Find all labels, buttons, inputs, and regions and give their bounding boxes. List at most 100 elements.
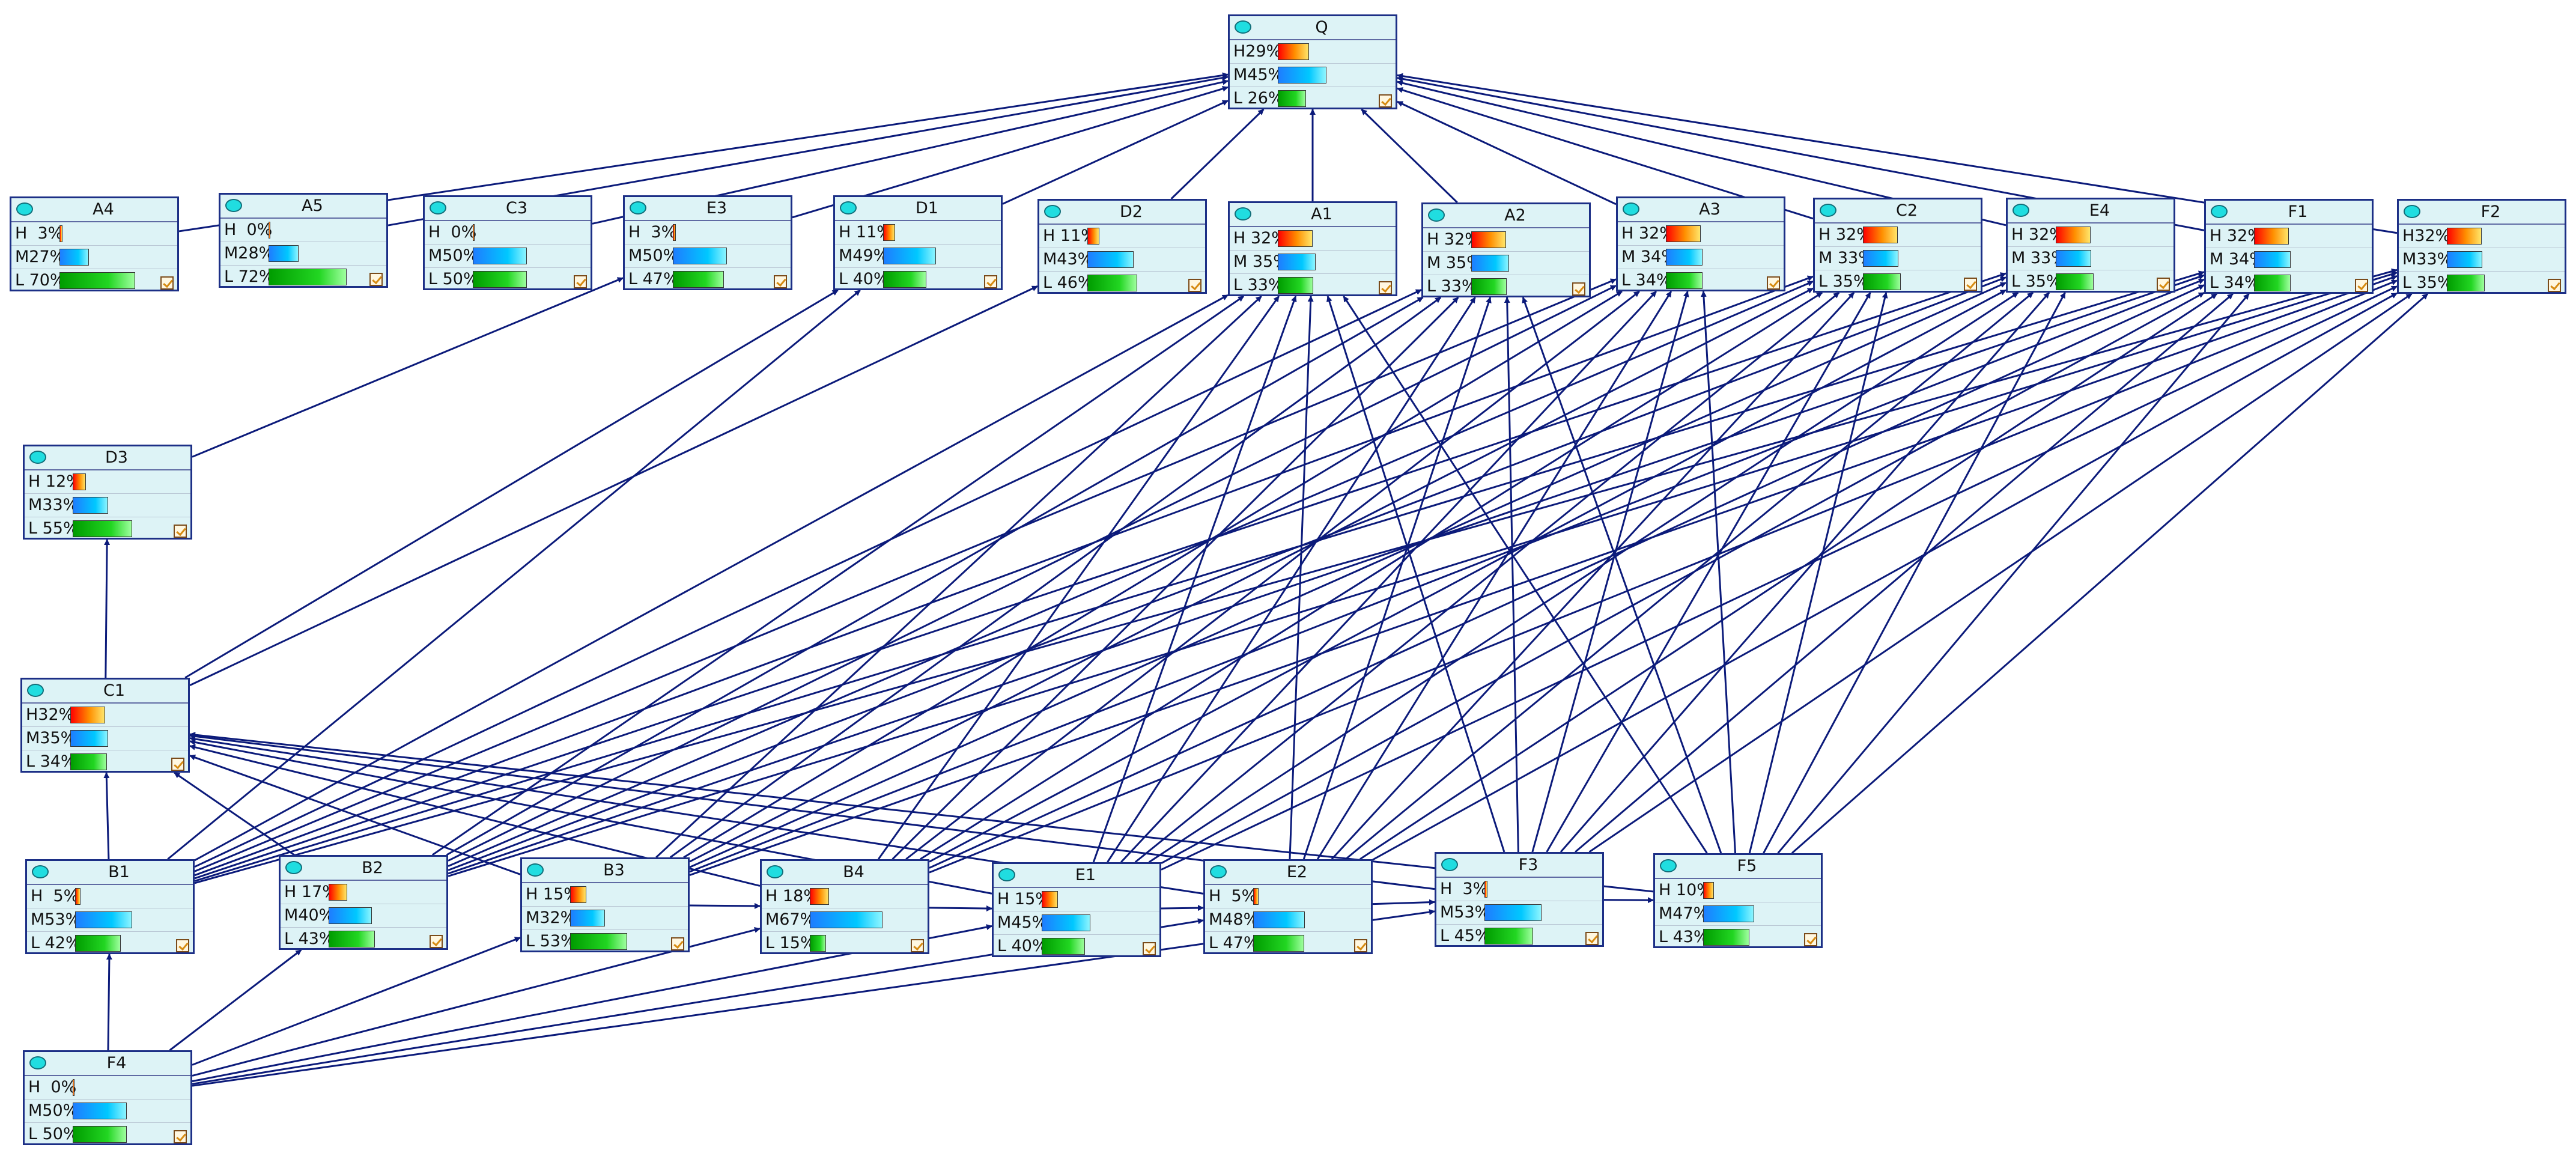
node-header[interactable]: A4 <box>11 198 177 222</box>
probability-bar <box>1703 905 1754 922</box>
edge-b4-to-a1 <box>877 296 1280 860</box>
state-row-medium: M40% <box>281 904 446 928</box>
node-header[interactable]: F3 <box>1436 854 1602 878</box>
checkbox-checked-icon[interactable] <box>911 939 924 952</box>
node-c1[interactable]: C1 H32% M35% L 34% <box>20 678 190 773</box>
node-header[interactable]: Q <box>1230 16 1396 40</box>
node-e3[interactable]: E3 H 3% M50% L 47% <box>623 195 792 290</box>
state-label: H 0% <box>428 223 477 242</box>
state-row-high: H 32% <box>1423 228 1589 252</box>
state-label: M32% <box>526 908 576 927</box>
node-b1[interactable]: B1 H 5% M53% L 42% <box>25 859 195 954</box>
edge-c1-to-d2 <box>189 285 1038 686</box>
state-row-high: H 15% <box>994 888 1159 911</box>
checkbox-checked-icon[interactable] <box>174 1130 187 1143</box>
checkbox-checked-icon[interactable] <box>671 937 684 951</box>
node-header[interactable]: F1 <box>2206 201 2372 225</box>
checkbox-checked-icon[interactable] <box>984 275 997 288</box>
node-header[interactable]: F5 <box>1655 855 1821 879</box>
node-header[interactable]: A1 <box>1230 203 1396 227</box>
checkbox-checked-icon[interactable] <box>2157 278 2170 291</box>
checkbox-checked-icon[interactable] <box>1572 282 1585 296</box>
checkbox-checked-icon[interactable] <box>1188 279 1201 292</box>
node-header[interactable]: A3 <box>1618 198 1784 222</box>
node-header[interactable]: C3 <box>425 197 591 221</box>
node-header[interactable]: E1 <box>994 864 1159 888</box>
node-header[interactable]: C1 <box>22 680 188 704</box>
checkbox-checked-icon[interactable] <box>1354 939 1367 952</box>
checkbox-checked-icon[interactable] <box>2548 279 2561 292</box>
node-header[interactable]: E4 <box>2008 199 2174 224</box>
node-header[interactable]: E2 <box>1205 861 1371 885</box>
checkbox-checked-icon[interactable] <box>430 935 443 948</box>
node-d2[interactable]: D2 H 11% M43% L 46% <box>1037 199 1207 294</box>
node-f3[interactable]: F3 H 3% M53% L 45% <box>1435 852 1604 947</box>
probability-bar <box>1087 251 1134 268</box>
node-a4[interactable]: A4 H 3% M27% L 70% <box>10 196 179 291</box>
node-header[interactable]: C2 <box>1815 199 1981 224</box>
checkbox-checked-icon[interactable] <box>174 525 187 538</box>
edge-b2-to-c2 <box>448 281 1814 867</box>
node-header[interactable]: D1 <box>835 197 1001 221</box>
node-header[interactable]: B4 <box>762 861 928 885</box>
state-row-medium: M50% <box>425 245 591 268</box>
checkbox-checked-icon[interactable] <box>1964 278 1977 291</box>
checkbox-checked-icon[interactable] <box>176 939 189 952</box>
checkbox-checked-icon[interactable] <box>1143 942 1156 955</box>
probability-bar <box>1253 935 1304 952</box>
node-header[interactable]: F2 <box>2399 201 2565 225</box>
probability-bar <box>473 248 527 264</box>
checkbox-checked-icon[interactable] <box>574 275 587 288</box>
node-header[interactable]: E3 <box>625 197 791 221</box>
node-title: C1 <box>103 681 126 700</box>
node-header[interactable]: D2 <box>1039 201 1205 225</box>
node-a5[interactable]: A5 H 0% M28% L 72% <box>219 193 388 288</box>
node-e2[interactable]: E2 H 5% M48% L 47% <box>1203 859 1373 954</box>
node-header[interactable]: A5 <box>220 195 386 219</box>
checkbox-checked-icon[interactable] <box>1585 932 1599 945</box>
node-header[interactable]: F4 <box>25 1052 190 1076</box>
state-label: L 35% <box>1818 272 1869 291</box>
state-label: M45% <box>997 913 1048 932</box>
node-c3[interactable]: C3 H 0% M50% L 50% <box>423 195 592 290</box>
node-d1[interactable]: D1 H 11% M49% L 40% <box>833 195 1003 290</box>
checkbox-checked-icon[interactable] <box>1804 933 1817 946</box>
node-a3[interactable]: A3 H 32% M 34% L 34% <box>1616 196 1785 291</box>
state-row-low: L 43% <box>1655 926 1821 949</box>
checkbox-checked-icon[interactable] <box>1379 281 1392 294</box>
checkbox-checked-icon[interactable] <box>160 276 174 290</box>
node-d3[interactable]: D3 H 12% M33% L 55% <box>23 445 192 540</box>
node-e4[interactable]: E4 H 32% M 33% L 35% <box>2006 198 2175 293</box>
edge-e1-to-a3 <box>1120 290 1657 863</box>
node-b2[interactable]: B2 H 17% M40% L 43% <box>279 855 448 950</box>
node-a2[interactable]: A2 H 32% M 35% L 33% <box>1421 202 1591 297</box>
state-label: L 40% <box>839 270 889 288</box>
checkbox-checked-icon[interactable] <box>1767 276 1780 290</box>
node-e1[interactable]: E1 H 15% M45% L 40% <box>992 862 1161 957</box>
checkbox-checked-icon[interactable] <box>1379 94 1392 108</box>
checkbox-checked-icon[interactable] <box>171 758 184 771</box>
node-header[interactable]: A2 <box>1423 204 1589 228</box>
node-f5[interactable]: F5 H 10% M47% L 43% <box>1653 853 1823 948</box>
node-header[interactable]: D3 <box>25 446 190 470</box>
edge-f4-to-b4 <box>192 926 761 1077</box>
node-f1[interactable]: F1 H 32% M 34% L 34% <box>2204 199 2374 294</box>
node-f2[interactable]: F2 H32% M33% L 35% <box>2397 199 2566 294</box>
node-a1[interactable]: A1 H 32% M 35% L 33% <box>1228 201 1397 296</box>
node-b4[interactable]: B4 H 18% M67% L 15% <box>760 859 929 954</box>
node-f4[interactable]: F4 H 0% M50% L 50% <box>23 1050 192 1145</box>
node-header[interactable]: B2 <box>281 857 446 881</box>
node-header[interactable]: B3 <box>522 859 688 883</box>
checkbox-checked-icon[interactable] <box>774 275 787 288</box>
state-row-high: H32% <box>22 704 188 727</box>
state-row-high: H 3% <box>625 221 791 245</box>
node-header[interactable]: B1 <box>27 861 193 885</box>
probability-bar <box>473 224 475 241</box>
checkbox-checked-icon[interactable] <box>2355 279 2368 292</box>
node-q[interactable]: Q H29% M45% L 26% <box>1228 14 1397 109</box>
node-b3[interactable]: B3 H 15% M32% L 53% <box>520 857 690 952</box>
state-label: L 47% <box>628 270 679 288</box>
node-c2[interactable]: C2 H 32% M 33% L 35% <box>1813 198 1982 293</box>
checkbox-checked-icon[interactable] <box>369 273 383 286</box>
